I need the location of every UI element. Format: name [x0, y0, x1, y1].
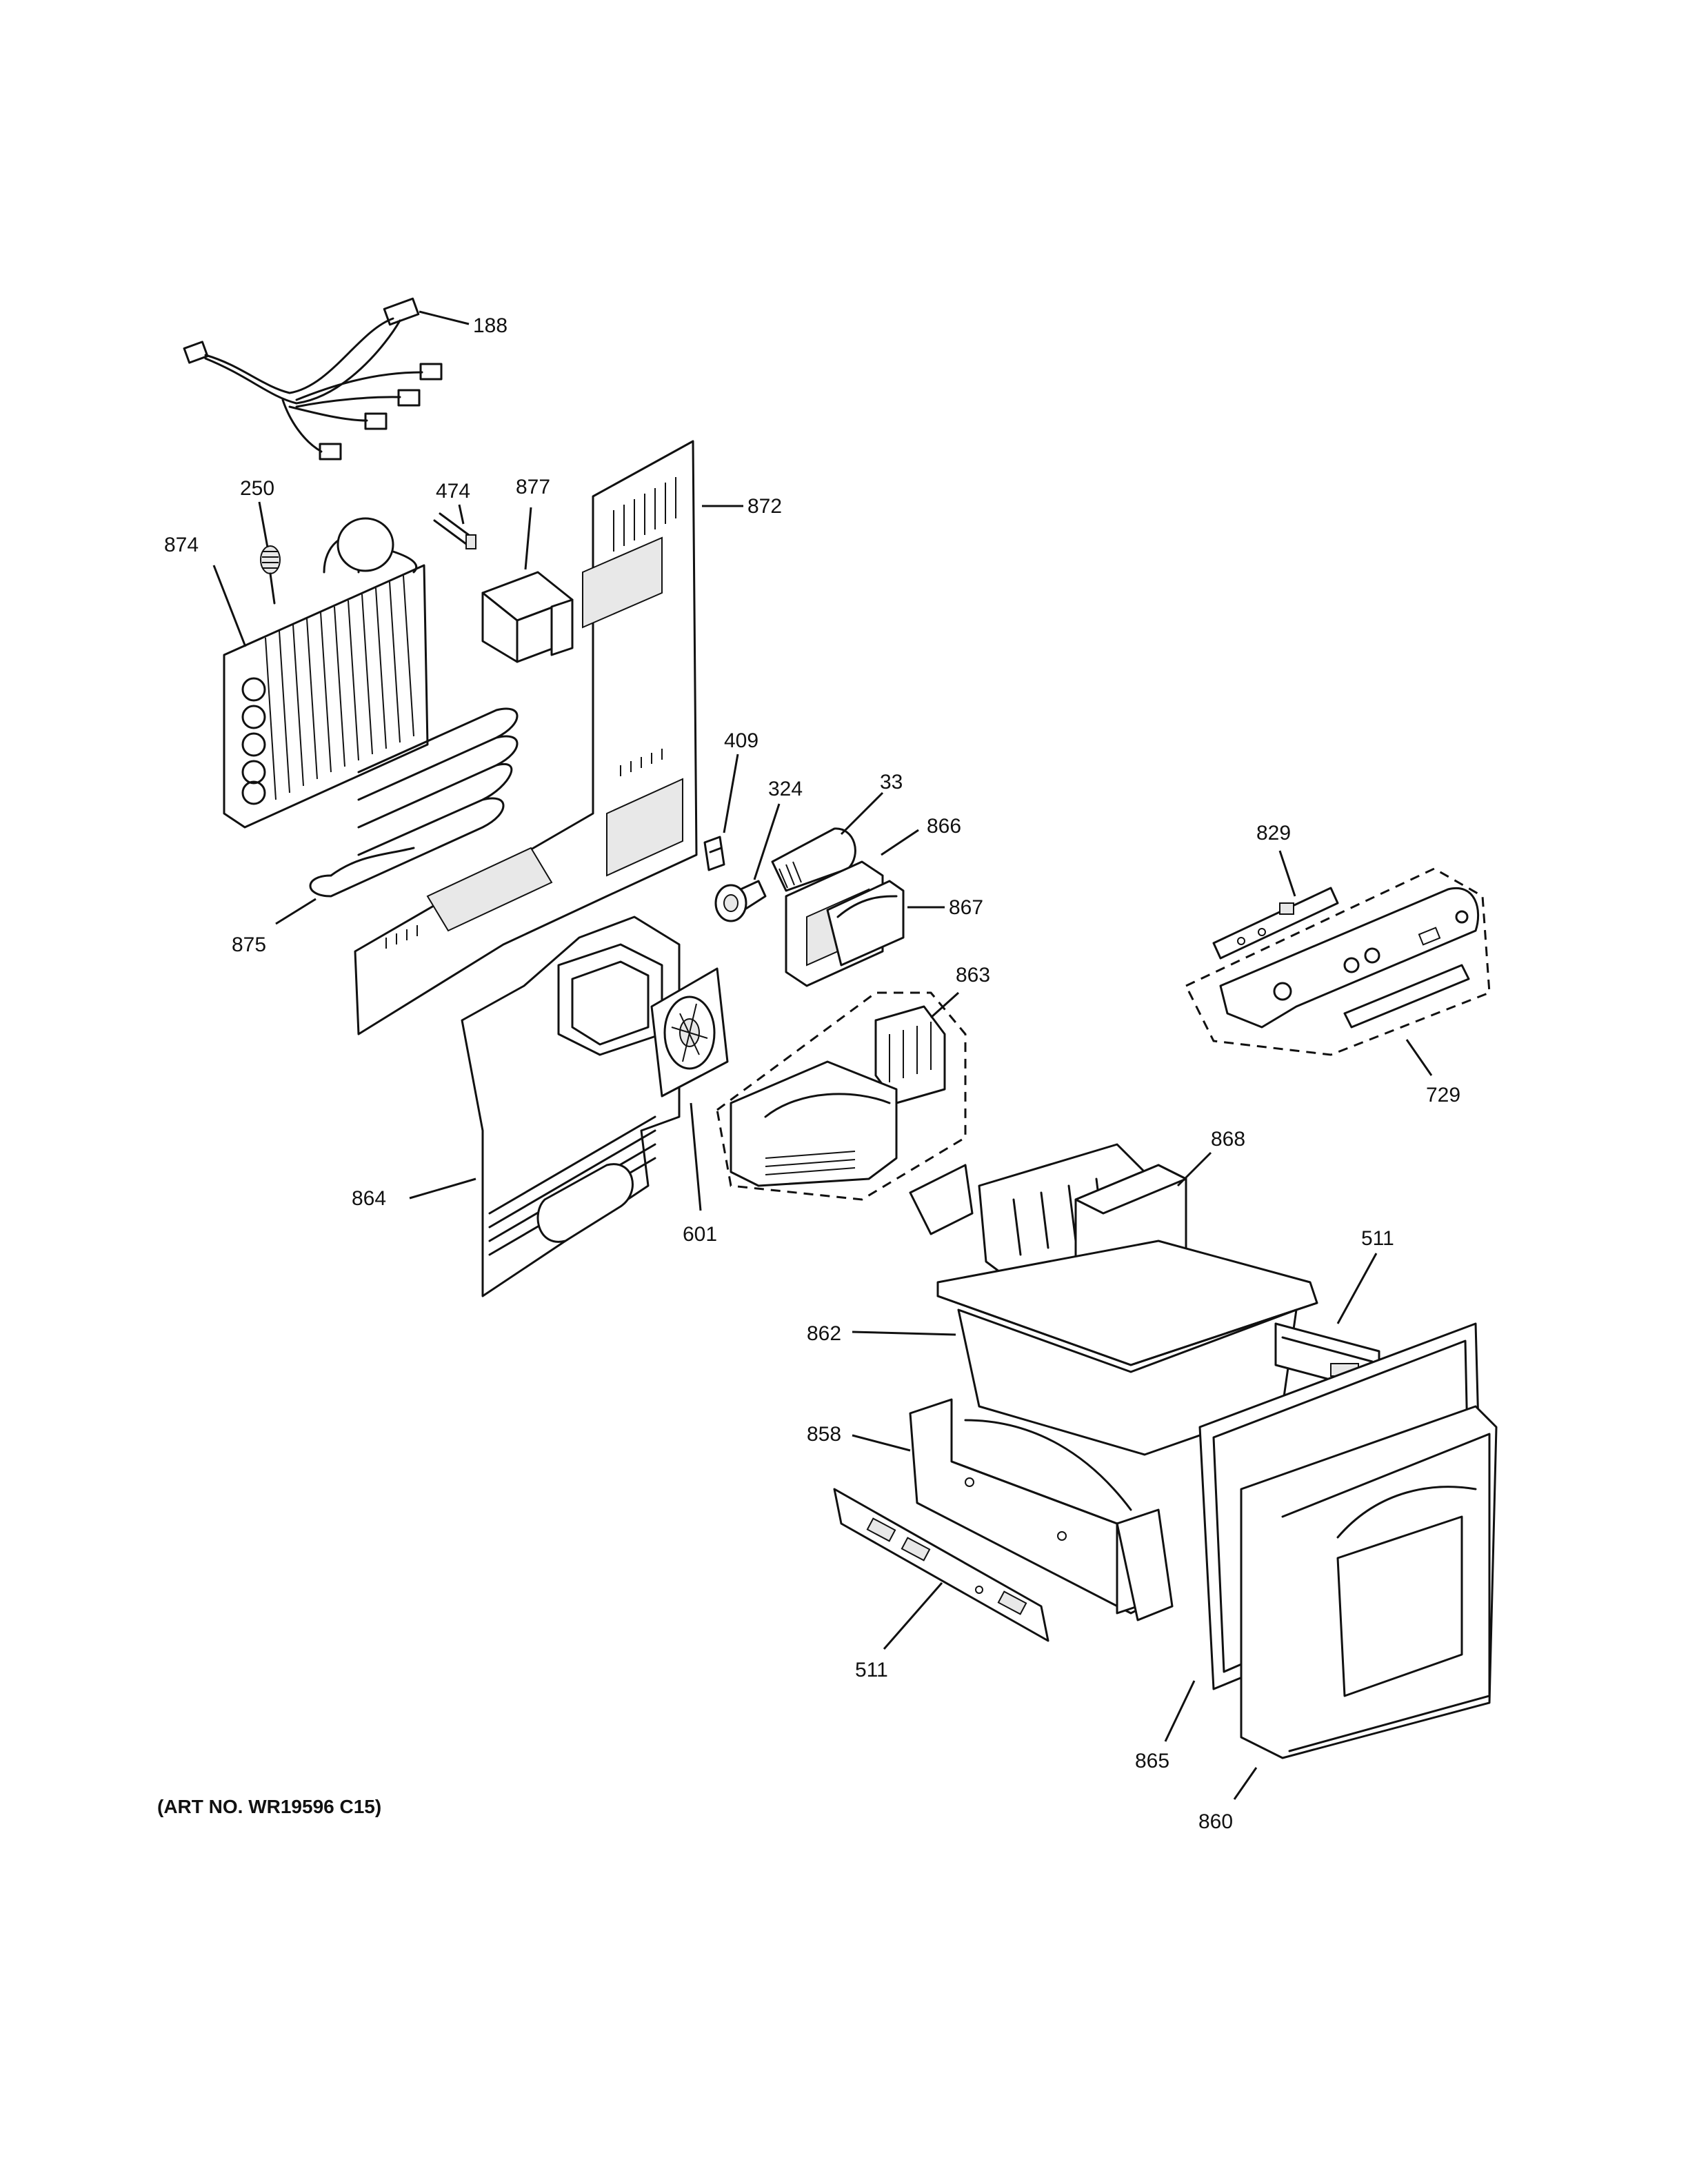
dispenser-cover-729	[1184, 867, 1491, 1056]
lens-867	[826, 880, 905, 967]
label-863: 863	[956, 964, 990, 987]
label-865: 865	[1135, 1750, 1169, 1772]
evaporator-874	[223, 517, 429, 829]
label-324: 324	[768, 778, 803, 800]
label-872: 872	[747, 495, 782, 518]
fan-601	[650, 967, 729, 1098]
auger-motor-863	[716, 991, 967, 1201]
label-864: 864	[352, 1187, 386, 1210]
label-33: 33	[880, 771, 903, 793]
label-474: 474	[436, 480, 470, 503]
label-866: 866	[927, 815, 961, 838]
label-874: 874	[164, 534, 199, 556]
label-860: 860	[1198, 1810, 1233, 1833]
label-875: 875	[232, 933, 266, 956]
drawer-frame-858	[909, 1398, 1174, 1621]
part-474	[433, 512, 476, 549]
label-868: 868	[1211, 1128, 1245, 1151]
panel-864	[461, 916, 681, 1297]
label-409: 409	[724, 729, 758, 752]
label-250: 250	[240, 477, 274, 500]
label-601: 601	[683, 1223, 717, 1246]
label-862: 862	[807, 1322, 841, 1345]
label-829: 829	[1256, 822, 1291, 845]
label-867: 867	[949, 896, 983, 919]
label-877: 877	[516, 476, 550, 498]
art-number: (ART NO. WR19596 C15)	[157, 1796, 381, 1817]
part-250	[260, 545, 281, 605]
clip-409	[703, 836, 725, 871]
label-188: 188	[473, 314, 508, 337]
slide-rail-511-lower	[833, 1488, 1049, 1642]
control-board-829	[1212, 887, 1339, 960]
panel-872	[354, 440, 698, 1035]
ice-bucket-862	[936, 1240, 1318, 1456]
bracket-877	[481, 571, 574, 663]
wire-harness-188	[183, 297, 443, 461]
label-729: 729	[1426, 1084, 1460, 1106]
heater-875	[309, 707, 519, 898]
label-511-lower: 511	[855, 1659, 888, 1681]
label-511-upper: 511	[1361, 1227, 1394, 1250]
label-858: 858	[807, 1423, 841, 1446]
drawer-door-860	[1240, 1405, 1498, 1759]
socket-324	[714, 880, 767, 922]
